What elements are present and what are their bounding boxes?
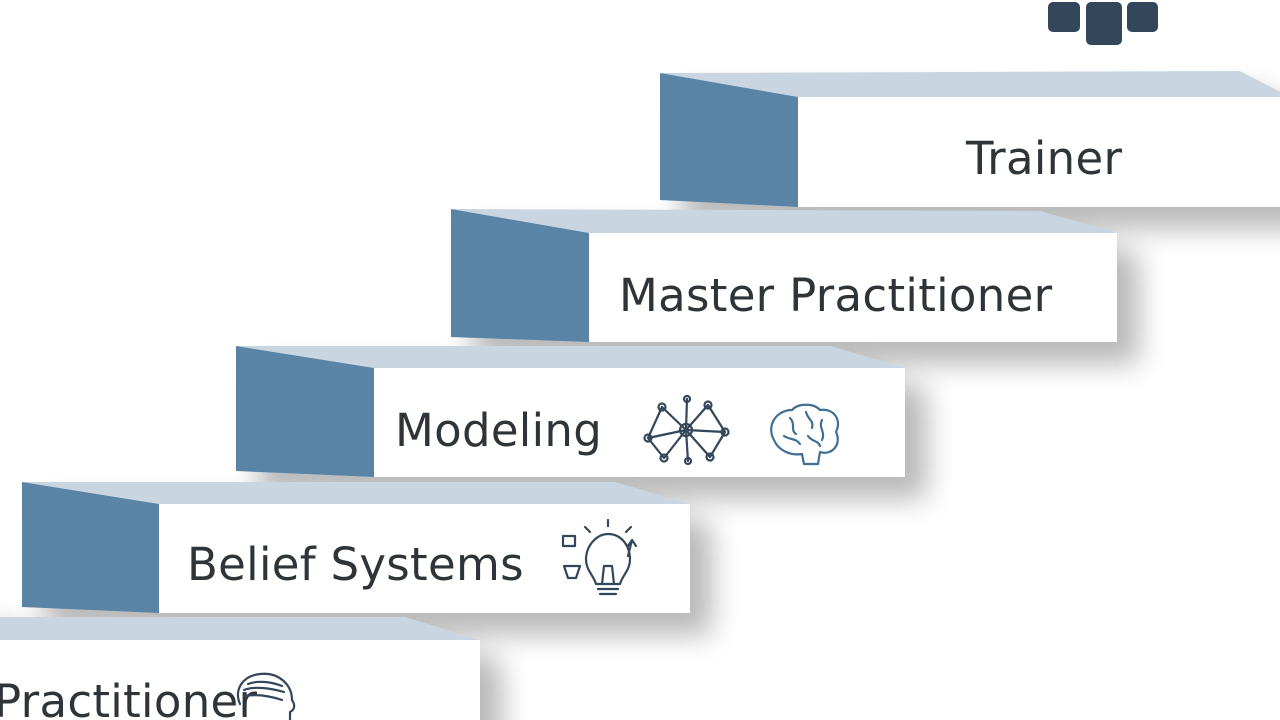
step-label-belief-systems: Belief Systems — [187, 538, 524, 591]
brain-icon — [770, 403, 840, 466]
head-icon — [236, 672, 296, 720]
step-label-trainer: Trainer — [965, 132, 1122, 185]
step-label-practitioner: Practitioner — [0, 675, 257, 720]
step-trainer — [660, 71, 1280, 207]
step-master-practitioner — [451, 209, 1117, 342]
lightbulb-icon — [561, 518, 638, 596]
network-icon — [643, 394, 730, 466]
step-modeling — [236, 346, 905, 477]
step-label-master-practitioner: Master Practitioner — [619, 269, 1053, 322]
people-logo-icon — [1048, 2, 1158, 45]
step-practitioner — [0, 617, 480, 720]
step-label-modeling: Modeling — [395, 404, 602, 457]
